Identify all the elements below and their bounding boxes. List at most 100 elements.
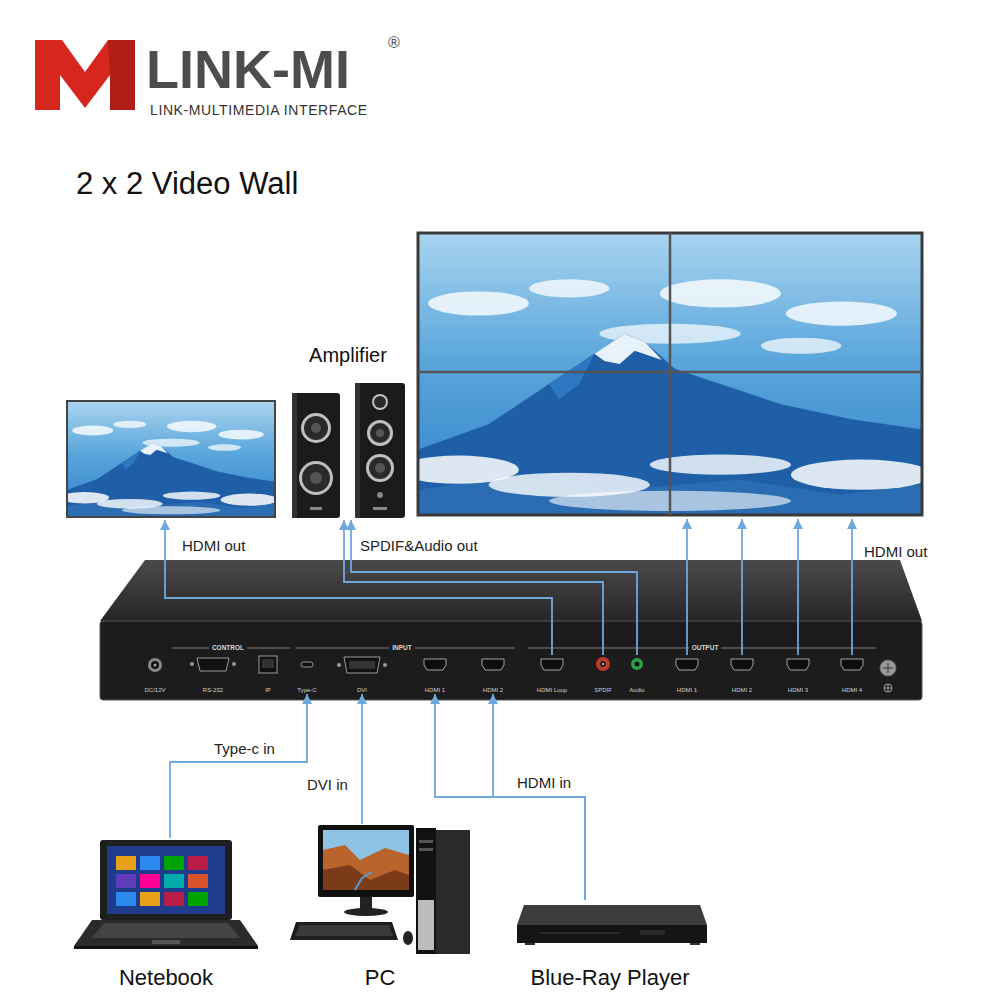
port-connector	[631, 658, 643, 670]
brand-logo	[108, 40, 135, 110]
notebook-illustration	[74, 920, 258, 946]
blu-ray-illustration	[525, 943, 535, 945]
notebook-illustration	[140, 856, 160, 870]
notebook: Netebook	[72, 838, 260, 990]
hdmi-input-port: HDMI 1	[422, 655, 449, 694]
speaker-illustration	[311, 423, 321, 433]
registered-mark: ®	[388, 34, 400, 52]
port-label: HDMI Loop	[537, 686, 567, 694]
speaker-illustration	[355, 383, 405, 518]
pc-illustration	[416, 828, 436, 954]
pc: PC	[288, 824, 472, 990]
blu-ray-illustration	[690, 943, 700, 945]
port-label: SPDIF	[594, 686, 612, 694]
port-connector	[154, 664, 157, 667]
blu-ray-player: Blue-Ray Player	[512, 900, 708, 990]
blu-ray-illustration	[517, 905, 707, 925]
port-label: Type-C	[297, 686, 316, 694]
speaker-illustration	[372, 394, 388, 410]
spdif-port: SPDIF	[591, 655, 615, 694]
port-connector	[259, 656, 277, 673]
device-caption: Netebook	[119, 965, 213, 990]
pc-illustration	[323, 865, 409, 890]
brand-logo	[35, 40, 135, 110]
pc-illustration	[432, 830, 470, 954]
speaker-illustration	[369, 457, 391, 479]
brand-name: LINK-MI	[146, 42, 350, 96]
video-wall	[398, 233, 932, 515]
speaker-illustration	[292, 383, 405, 518]
port-connector	[262, 659, 274, 668]
speaker-illustration	[377, 492, 383, 498]
port-connector	[190, 662, 194, 666]
notebook-illustration	[152, 940, 180, 944]
port-label: DVI	[357, 686, 367, 694]
ground-symbol	[880, 660, 896, 676]
signal-connector	[361, 694, 363, 824]
speaker-illustration	[355, 383, 360, 518]
port-label: HDMI 1	[425, 686, 445, 694]
hdmi-output-port: HDMI 2	[729, 655, 756, 694]
speaker-illustration	[302, 464, 330, 492]
pc-illustration	[318, 825, 414, 897]
speaker-illustration	[292, 393, 340, 518]
wire-label: HDMI out	[180, 537, 247, 554]
port-connector	[541, 659, 563, 670]
connector-label: HDMI in	[515, 774, 573, 791]
hdmi-output-port: HDMI 1	[674, 655, 701, 694]
speaker-illustration	[366, 454, 394, 482]
hdmi-output-port: HDMI 3	[785, 655, 812, 694]
ground-symbol	[880, 660, 896, 692]
notebook-illustration	[92, 923, 240, 938]
speaker-illustration	[374, 396, 386, 408]
hdmi-output-port: HDMI 4	[839, 655, 866, 694]
pc-illustration	[403, 931, 413, 945]
monitor	[60, 402, 278, 516]
pc-illustration	[323, 830, 409, 890]
section-label: INPUT	[389, 644, 415, 652]
notebook-illustration	[188, 856, 208, 870]
video-wall	[398, 233, 932, 515]
notebook-illustration	[164, 856, 184, 870]
device-caption: PC	[365, 965, 396, 990]
port-connector	[676, 659, 698, 670]
notebook-illustration	[188, 874, 208, 888]
hdmi-output-wire	[851, 519, 853, 655]
port-label: HDMI 2	[732, 686, 752, 694]
port-label: Audio	[629, 686, 644, 694]
speaker-illustration	[310, 507, 322, 510]
port-label: HDMI 1	[677, 686, 697, 694]
port-label: DC/12V	[144, 686, 165, 694]
device-caption: Amplifier	[309, 344, 387, 367]
hdmi-output-wire	[165, 519, 852, 655]
speaker-illustration	[292, 393, 297, 518]
blu-ray-illustration	[640, 930, 665, 935]
pc-illustration	[290, 825, 470, 954]
speaker-illustration	[370, 423, 390, 443]
speaker-illustration	[310, 472, 322, 484]
pc-illustration	[323, 845, 409, 890]
blu-ray-illustration	[540, 933, 620, 934]
connector-label: Type-c in	[212, 740, 277, 757]
connector-label: SPDIF&Audio out	[358, 537, 480, 554]
section-line	[172, 648, 876, 649]
ground-symbol	[888, 684, 889, 692]
port-label: IP	[265, 686, 271, 694]
notebook-illustration	[164, 892, 184, 906]
hdmi-input-port: HDMI 2	[480, 655, 507, 694]
signal-connector	[170, 694, 307, 838]
video-wall	[418, 371, 922, 374]
port-connector	[337, 663, 341, 667]
monitor	[67, 401, 275, 517]
port-connector	[151, 661, 159, 669]
serial-port: RS-232	[200, 655, 227, 694]
section-label: OUTPUT	[689, 644, 722, 652]
notebook-illustration	[140, 892, 160, 906]
port-connector	[787, 659, 809, 670]
hdmi-loop-port: HDMI Loop	[534, 655, 571, 694]
ground-symbol	[884, 684, 892, 692]
speaker-illustration	[373, 507, 387, 510]
video-wall	[669, 233, 672, 515]
